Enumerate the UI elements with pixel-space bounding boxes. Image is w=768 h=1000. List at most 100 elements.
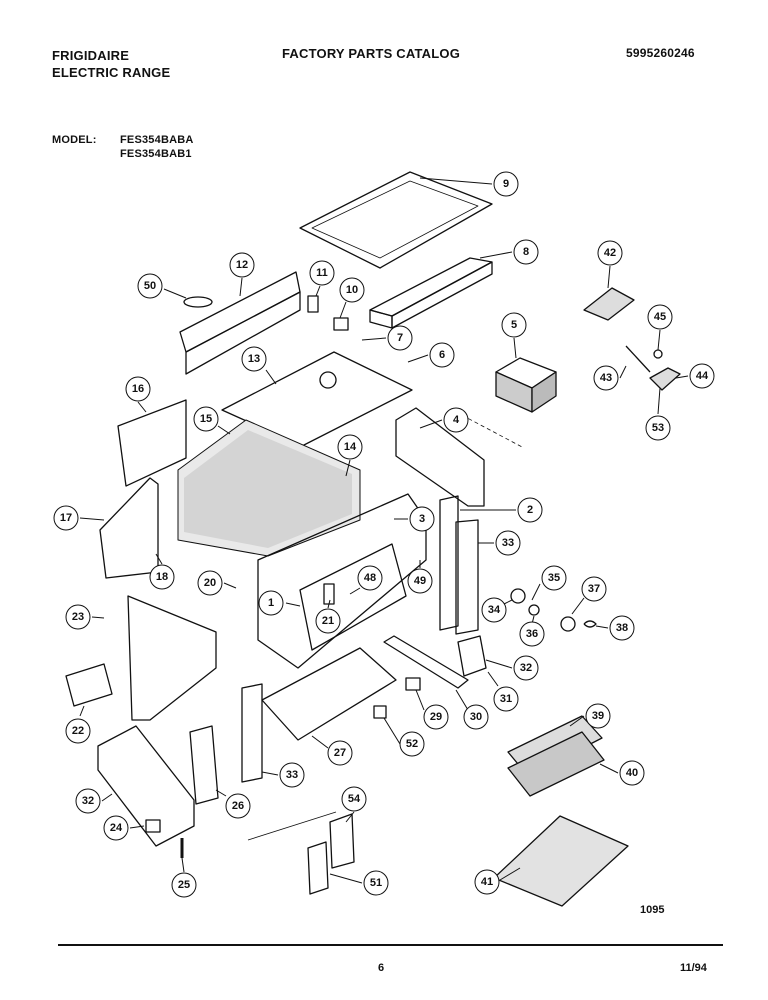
callout-label: 18 bbox=[156, 571, 168, 583]
callout-label: 2 bbox=[527, 504, 533, 516]
part-36 bbox=[528, 604, 540, 616]
callout-label: 25 bbox=[178, 879, 190, 891]
callout-label: 38 bbox=[616, 622, 628, 634]
callout-label: 39 bbox=[592, 710, 604, 722]
callout-2 bbox=[460, 497, 543, 523]
callout-label: 26 bbox=[232, 800, 244, 812]
callout-42 bbox=[597, 240, 623, 289]
part-54-block bbox=[329, 813, 355, 869]
callout-label: 21 bbox=[322, 615, 334, 627]
callout-32a bbox=[485, 655, 539, 681]
part-10-block bbox=[333, 317, 349, 331]
part-42-thermostat bbox=[583, 287, 635, 321]
callout-label: 12 bbox=[236, 259, 248, 271]
part-bracket-right bbox=[457, 635, 487, 677]
callout-52 bbox=[383, 717, 425, 757]
callout-label: 24 bbox=[110, 822, 123, 834]
callout-33b bbox=[261, 762, 305, 788]
callout-label: 33 bbox=[502, 537, 514, 549]
part-kick-panel bbox=[97, 725, 195, 847]
callout-label: 48 bbox=[364, 572, 376, 584]
callout-label: 49 bbox=[414, 575, 426, 587]
callout-label: 23 bbox=[72, 611, 84, 623]
footer-rule bbox=[58, 944, 723, 946]
callout-label: 15 bbox=[200, 413, 212, 425]
callout-36 bbox=[519, 615, 545, 647]
callout-label: 9 bbox=[503, 178, 509, 190]
callout-49 bbox=[407, 560, 433, 594]
callout-7 bbox=[361, 325, 413, 351]
part-oven-rack bbox=[493, 815, 629, 907]
callout-20 bbox=[197, 570, 237, 596]
callout-53 bbox=[645, 387, 671, 441]
callout-label: 30 bbox=[470, 711, 482, 723]
callout-label: 22 bbox=[72, 725, 84, 737]
part-trim-right bbox=[455, 519, 479, 635]
callout-label: 51 bbox=[370, 877, 382, 889]
part-50-clip bbox=[183, 296, 213, 308]
part-top-panel bbox=[299, 171, 493, 269]
callout-label: 11 bbox=[316, 267, 328, 279]
callout-38 bbox=[595, 615, 635, 641]
callout-label: 36 bbox=[526, 628, 538, 640]
part-22-plate bbox=[65, 663, 113, 707]
callout-12 bbox=[229, 252, 255, 297]
brand-name: FRIGIDAIRE bbox=[52, 48, 130, 63]
callout-label: 32 bbox=[82, 795, 94, 807]
callout-label: 10 bbox=[346, 284, 358, 296]
callout-label: 1 bbox=[268, 597, 274, 609]
callout-label: 43 bbox=[600, 372, 612, 384]
figure-code: 1095 bbox=[640, 904, 665, 916]
callout-10 bbox=[339, 277, 365, 319]
catalog-title: FACTORY PARTS CATALOG bbox=[282, 46, 461, 61]
callout-label: 3 bbox=[419, 513, 425, 525]
callout-label: 6 bbox=[439, 349, 445, 361]
callout-16 bbox=[125, 376, 151, 413]
callout-41 bbox=[474, 867, 521, 895]
part-side-panel-left bbox=[117, 399, 187, 487]
part-34 bbox=[510, 588, 526, 604]
part-37 bbox=[560, 616, 576, 632]
part-back-panel bbox=[179, 271, 301, 353]
model-number-2: FES354BAB1 bbox=[120, 148, 192, 160]
part-11-block bbox=[307, 295, 319, 313]
callout-label: 17 bbox=[60, 512, 72, 524]
callout-14 bbox=[337, 434, 363, 477]
callout-21 bbox=[315, 599, 341, 634]
callout-1 bbox=[258, 590, 301, 616]
callout-50 bbox=[137, 273, 187, 299]
callout-label: 31 bbox=[500, 693, 512, 705]
callout-27 bbox=[311, 735, 353, 766]
callout-33a bbox=[478, 530, 521, 556]
callout-label: 34 bbox=[488, 604, 501, 616]
part-44-knob bbox=[649, 367, 681, 391]
callout-label: 14 bbox=[344, 441, 357, 453]
callout-31 bbox=[487, 671, 519, 712]
callout-30 bbox=[455, 689, 489, 730]
callout-37 bbox=[571, 576, 607, 615]
callout-35 bbox=[531, 565, 567, 601]
callout-13 bbox=[241, 346, 277, 385]
callout-48 bbox=[349, 565, 383, 595]
callout-label: 50 bbox=[144, 280, 156, 292]
part-side-channel bbox=[439, 495, 459, 631]
callout-label: 5 bbox=[511, 319, 517, 331]
callout-label: 20 bbox=[204, 577, 216, 589]
part-door-frame bbox=[257, 493, 427, 669]
product-name: ELECTRIC RANGE bbox=[52, 65, 171, 80]
callout-17 bbox=[53, 505, 105, 531]
callout-label: 45 bbox=[654, 311, 666, 323]
part-hinge bbox=[189, 725, 219, 805]
callout-label: 40 bbox=[626, 767, 638, 779]
callout-label: 53 bbox=[652, 422, 664, 434]
callout-label: 35 bbox=[548, 572, 560, 584]
callout-4 bbox=[419, 407, 469, 433]
callout-39 bbox=[569, 703, 611, 729]
part-rail bbox=[383, 635, 469, 689]
callout-18 bbox=[149, 553, 175, 590]
part-lower-front-left bbox=[127, 595, 217, 721]
part-38 bbox=[583, 620, 597, 628]
callout-label: 4 bbox=[453, 414, 460, 426]
part-side-panel-right bbox=[395, 407, 485, 507]
callout-3 bbox=[394, 506, 435, 532]
